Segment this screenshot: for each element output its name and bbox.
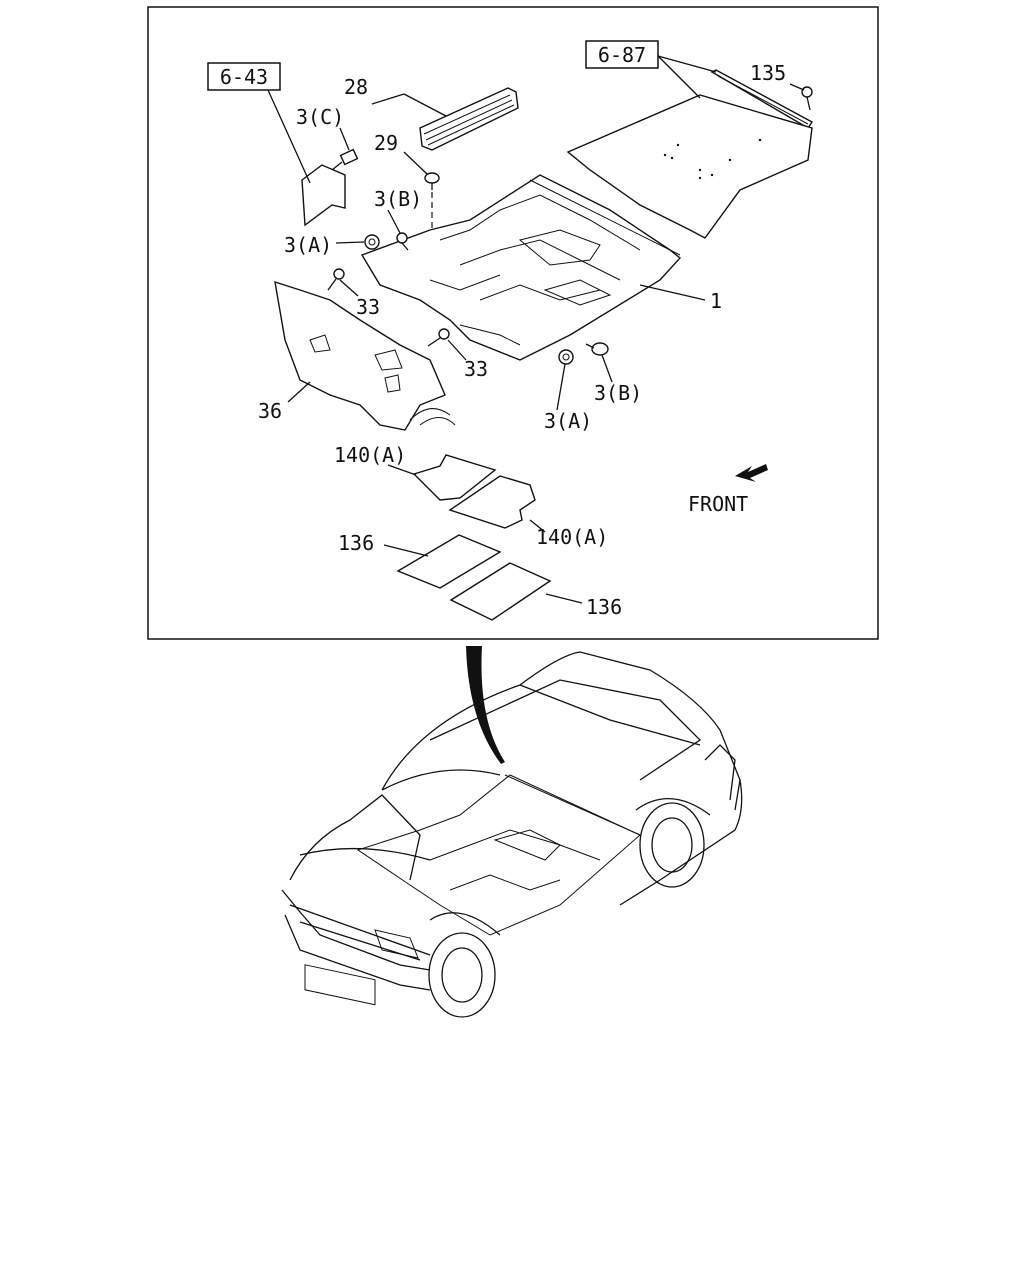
part-3b-clip-top[interactable] [396, 232, 409, 251]
callout-3b-right[interactable]: 3(B) [594, 381, 642, 405]
callout-140a-top[interactable]: 140(A) [334, 443, 406, 467]
callout-29[interactable]: 29 [374, 131, 398, 155]
leader-1 [639, 284, 706, 301]
front-arrow-icon [735, 464, 768, 482]
reference-6-87-label: 6-87 [598, 43, 646, 67]
callout-28[interactable]: 28 [344, 75, 368, 99]
reference-box-6-43[interactable]: 6-43 [207, 62, 281, 91]
part-135-rear-sill[interactable] [710, 69, 814, 129]
callout-140a-bottom[interactable]: 140(A) [536, 525, 608, 549]
reference-box-6-87[interactable]: 6-87 [585, 40, 659, 69]
locator-curve [466, 646, 505, 764]
part-36-dash-insulator[interactable] [274, 280, 456, 431]
part-3a-nut-left[interactable] [364, 234, 380, 250]
diagram-frame [147, 6, 879, 640]
reference-6-43-label: 6-43 [220, 65, 268, 89]
callout-1[interactable]: 1 [710, 289, 722, 313]
callout-135[interactable]: 135 [750, 61, 786, 85]
callout-36[interactable]: 36 [258, 399, 282, 423]
part-33-screw-mid[interactable] [427, 328, 450, 347]
rear-floor-carpet[interactable] [566, 94, 813, 239]
callout-3a-left[interactable]: 3(A) [284, 233, 332, 257]
part-136-mat-left[interactable] [396, 534, 502, 589]
part-1-front-floor-carpet[interactable] [360, 174, 682, 361]
vehicle-illustration [281, 651, 743, 1018]
callout-136-left[interactable]: 136 [338, 531, 374, 555]
callout-3b-top[interactable]: 3(B) [374, 187, 422, 211]
bracket-6-43[interactable] [301, 164, 346, 227]
part-136-mat-right[interactable] [449, 562, 552, 621]
part-3c-bolt[interactable] [331, 148, 359, 171]
part-135-screw[interactable] [801, 86, 813, 111]
part-33-screw-top[interactable] [327, 268, 345, 291]
callout-3a-bottom[interactable]: 3(A) [544, 409, 592, 433]
part-140a-mat-top[interactable] [412, 454, 497, 501]
front-label: FRONT [688, 492, 748, 516]
part-3b-clip-right[interactable] [585, 342, 609, 356]
part-28-sill-plate[interactable] [419, 87, 519, 151]
callout-136-right[interactable]: 136 [586, 595, 622, 619]
callout-33-top[interactable]: 33 [356, 295, 380, 319]
leader-lines [267, 55, 805, 604]
callout-33-mid[interactable]: 33 [464, 357, 488, 381]
part-3a-nut-right[interactable] [558, 349, 574, 365]
part-140a-mat-bottom[interactable] [448, 475, 536, 529]
callout-3c[interactable]: 3(C) [296, 105, 344, 129]
